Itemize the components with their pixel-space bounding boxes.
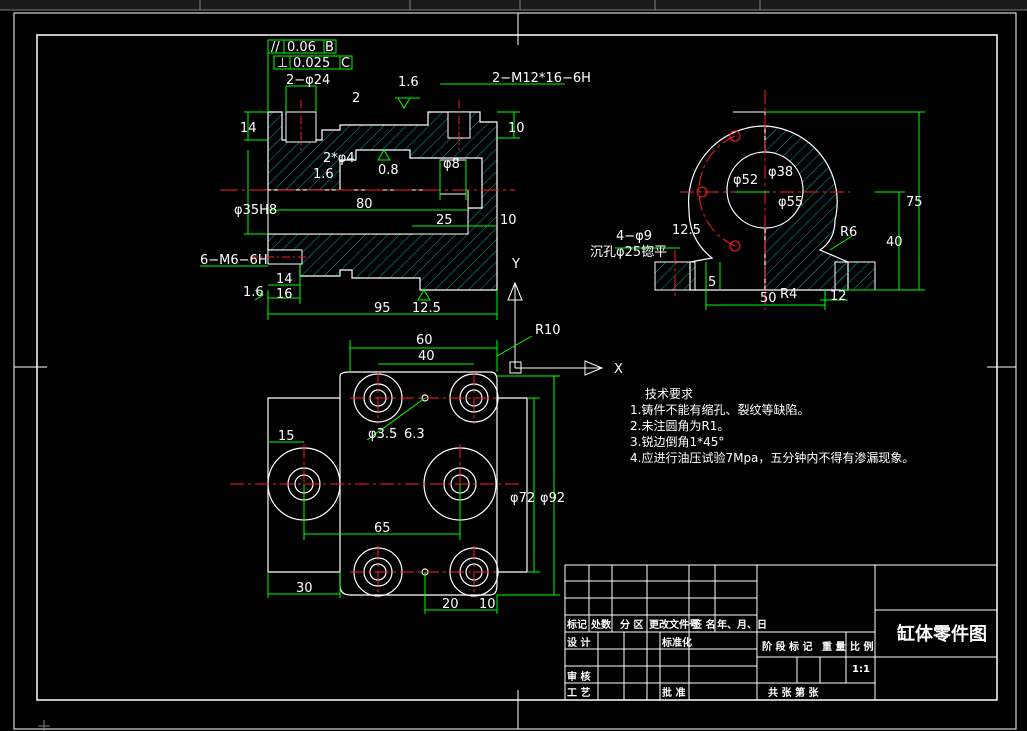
dim-65: 65 <box>374 521 391 536</box>
tb-sheets: 共 张 第 张 <box>768 686 819 699</box>
dim-15: 15 <box>278 429 295 444</box>
dim-phi38: φ38 <box>768 165 793 180</box>
datum-b: B <box>325 40 334 55</box>
dim-phi55: φ55 <box>778 195 803 210</box>
tb-scale: 比 例 <box>850 640 873 653</box>
phi8-hole <box>439 159 467 195</box>
dim-95: 95 <box>374 301 391 316</box>
tb-stage-mark: 阶 段 标 记 <box>762 640 812 653</box>
top-dimension-texts: 60 40 R10 15 φ3.5 6.3 65 φ72 φ92 30 20 1… <box>278 323 565 612</box>
rough-16-mid: 1.6 <box>313 167 334 182</box>
corner-mark <box>38 720 50 731</box>
par-symbol: // <box>271 40 280 55</box>
tb-sign: 签 名 <box>691 618 715 631</box>
tb-change-doc: 更改文件号 <box>649 618 699 631</box>
dim-phi92: φ92 <box>540 491 565 506</box>
dim-5: 5 <box>708 275 716 290</box>
tb-process: 工 艺 <box>567 686 590 699</box>
datum-c: C <box>341 56 350 71</box>
tb-scale-value: 1:1 <box>852 664 870 675</box>
dim-phi8: φ8 <box>443 157 460 172</box>
rough-125: 12.5 <box>412 301 441 316</box>
bore-void-top <box>267 189 469 235</box>
rough-63: 6.3 <box>404 427 425 442</box>
tech-note-1: 1.铸件不能有缩孔、裂纹等缺陷。 <box>630 402 809 417</box>
dim-75: 75 <box>906 195 923 210</box>
dim-14: 14 <box>240 121 257 136</box>
ucs-axis-icon <box>507 281 604 376</box>
front-dimension-lines <box>200 39 565 320</box>
outer-frame <box>13 12 1017 730</box>
dim-m6-thread: 6−M6−6H <box>200 253 268 268</box>
par-value: 0.06 <box>287 40 316 55</box>
title-block <box>564 564 998 701</box>
side-dimension-lines <box>615 111 925 310</box>
dim-16: 16 <box>276 287 293 302</box>
front-dimension-texts: // 0.06 B ⊥ 0.025 C 2−φ24 2−M12*16−6H 1.… <box>200 40 591 316</box>
tech-note-3: 3.锐边倒角1*45° <box>630 435 724 449</box>
front-section-hatch <box>267 111 498 291</box>
dim-10-top: 10 <box>508 121 525 136</box>
side-dimension-texts: 4−φ9 沉孔φ25锪平 12.5 φ52 φ38 φ55 R6 75 40 5… <box>590 165 923 306</box>
tb-design: 设 计 <box>567 636 590 649</box>
dim-r6: R6 <box>840 225 857 240</box>
dim-r10: R10 <box>535 323 561 338</box>
technical-notes: 技术要求 1.铸件不能有缩孔、裂纹等缺陷。 2.未注圆角为R1。 3.锐边倒角1… <box>630 387 914 465</box>
tb-standard: 标准化 <box>661 636 692 649</box>
tb-approve: 批 准 <box>662 686 685 699</box>
perp-value: 0.025 <box>293 56 330 71</box>
axis-y-label: Y <box>511 257 520 272</box>
dim-12: 12 <box>830 289 847 304</box>
dim-30: 30 <box>296 581 313 596</box>
tb-date: 年、月、日 <box>717 618 767 631</box>
rough-top: 1.6 <box>398 75 419 90</box>
dim-m12-thread: 2−M12*16−6H <box>492 71 591 86</box>
dim-2-phi24: 2−φ24 <box>286 73 330 88</box>
front-section-view <box>220 100 515 291</box>
dim-40-side: 40 <box>886 235 903 250</box>
title-block-texts: 标记 处数 分 区 更改文件号 签 名 年、月、日 设 计 标准化 阶 段 标 … <box>566 618 987 699</box>
rough-16-left: 1.6 <box>243 285 264 300</box>
dim-40: 40 <box>418 349 435 364</box>
dim-25: 25 <box>436 213 453 228</box>
dim-4-phi9: 4−φ9 <box>616 229 652 244</box>
dim-phi35h8: φ35H8 <box>234 203 277 218</box>
viewport-top-bar <box>0 0 1027 11</box>
dim-50: 50 <box>760 291 777 306</box>
dim-2: 2 <box>352 91 360 106</box>
tech-note-4: 4.应进行油压试验7Mpa，五分钟内不得有渗漏现象。 <box>630 450 914 465</box>
tech-note-2: 2.未注圆角为R1。 <box>630 418 729 433</box>
perp-symbol: ⊥ <box>277 56 288 71</box>
tb-review: 审 核 <box>567 670 590 683</box>
dim-60: 60 <box>416 333 433 348</box>
dim-10-bottom: 10 <box>479 597 496 612</box>
dim-10-mid: 10 <box>500 213 517 228</box>
top-dimension-lines <box>267 335 560 614</box>
axis-x-label: X <box>614 362 623 377</box>
tech-notes-title: 技术要求 <box>645 387 693 401</box>
tb-zone: 分 区 <box>620 618 643 631</box>
tb-count: 处数 <box>590 618 612 631</box>
dim-14-bottom: 14 <box>276 272 293 287</box>
drawing-title: 缸体零件图 <box>897 623 987 645</box>
dim-80: 80 <box>356 197 373 212</box>
dim-phi52: φ52 <box>733 173 758 188</box>
dim-counterbore: 沉孔φ25锪平 <box>590 244 667 260</box>
tb-weight: 重 量 <box>822 640 845 653</box>
dim-phi72: φ72 <box>510 491 535 506</box>
centering-marks <box>14 13 1016 729</box>
rough-08: 0.8 <box>378 163 399 178</box>
dim-r4: R4 <box>780 287 797 302</box>
dim-2-phi4: 2*φ4 <box>323 151 355 166</box>
rough-125-side: 12.5 <box>672 223 701 238</box>
dim-phi35-small: φ3.5 <box>368 427 397 442</box>
dim-20: 20 <box>442 597 459 612</box>
tb-mark: 标记 <box>566 618 587 631</box>
